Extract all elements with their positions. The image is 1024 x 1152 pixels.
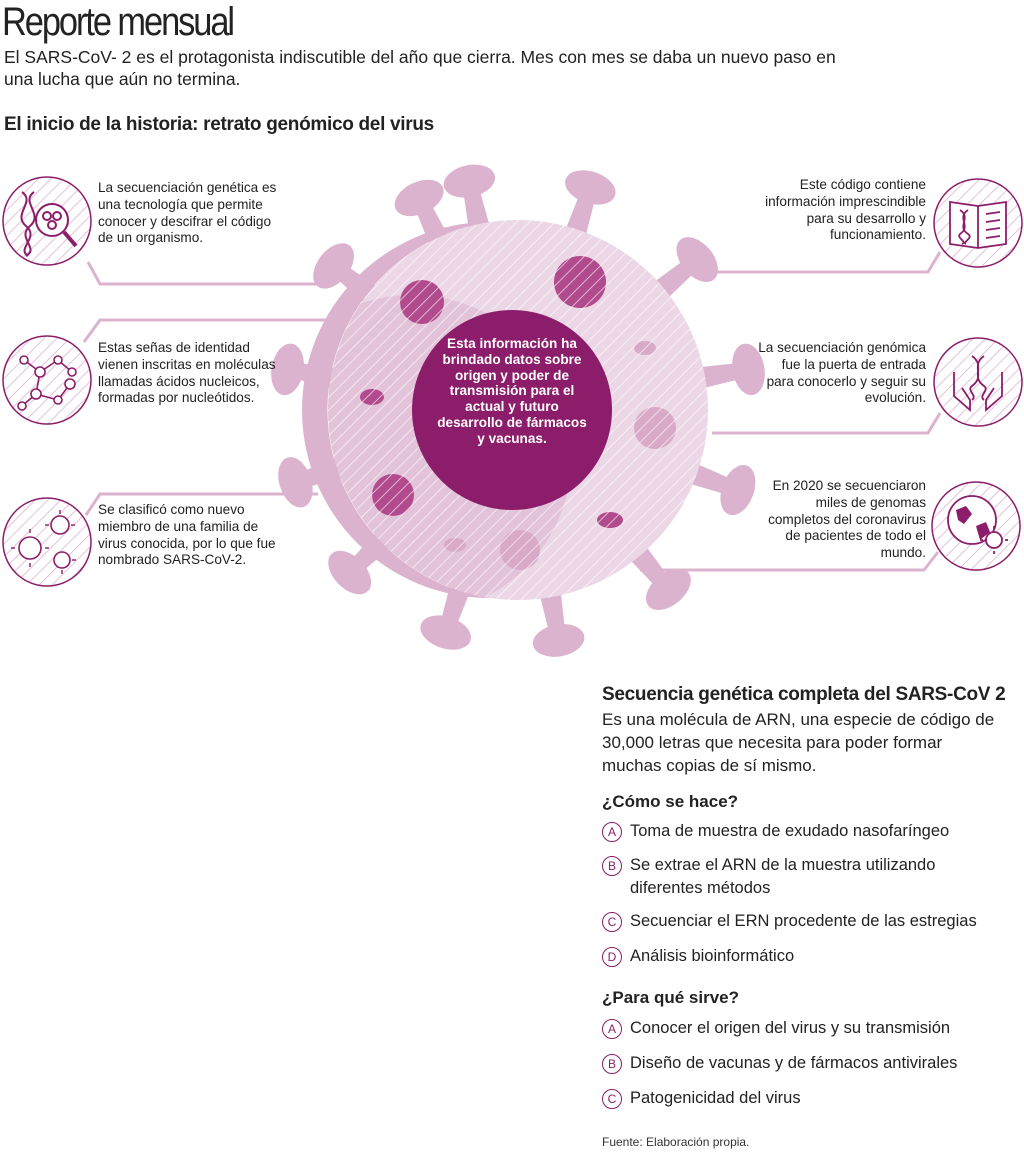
- virus-spike-head: [394, 179, 444, 217]
- letter-badge: A: [602, 1019, 622, 1039]
- how-item-text: Se extrae el ARN de la muestra utilizand…: [630, 856, 936, 897]
- letter-badge: D: [602, 947, 622, 967]
- why-item-text: Patogenicidad del virus: [630, 1089, 801, 1107]
- virus-spike-head: [443, 164, 495, 198]
- globe-virus-icon: [931, 481, 1021, 571]
- virus-family-icon: [2, 497, 92, 587]
- virus-spike-head: [732, 343, 765, 396]
- why-item-text: Conocer el origen del virus y su transmi…: [630, 1019, 951, 1037]
- dna-magnifier-icon: [2, 176, 92, 266]
- letter-badge: C: [602, 912, 622, 932]
- hands-dna-icon: [933, 337, 1023, 427]
- dna-book-icon: [933, 178, 1023, 268]
- center-circle: [412, 310, 612, 510]
- virus-spike-head: [313, 243, 354, 289]
- note-nucleic-acids: Estas señas de identidad vienen inscrita…: [98, 340, 276, 406]
- how-item-text: Análisis bioinformático: [630, 947, 795, 965]
- virus-diagram: [2, 164, 1023, 657]
- sequence-title: Secuencia genética completa del SARS-CoV…: [602, 684, 1006, 705]
- letter-badge: A: [602, 822, 622, 842]
- virus-spike-head: [565, 170, 616, 205]
- center-text: Esta información ha brindado datos sobre…: [437, 336, 587, 446]
- note-2020-genomes: En 2020 se secuenciaron miles de genomas…: [768, 478, 926, 561]
- how-title: ¿Cómo se hace?: [602, 792, 739, 811]
- virus-spike-head: [271, 343, 304, 396]
- note-classification: Se clasificó como nuevo miembro de una f…: [98, 502, 276, 568]
- connector-lines: [82, 251, 942, 572]
- intro-text: El SARS-CoV- 2 es el protagonista indisc…: [4, 47, 836, 89]
- note-code-info: Este código contiene información impresc…: [765, 177, 926, 243]
- virus-spike-head: [420, 615, 471, 650]
- note-genomic-entry: La secuenciación genómica fue la puerta …: [758, 340, 926, 406]
- why-title: ¿Para qué sirve?: [602, 988, 740, 1007]
- virus-shadow: [302, 222, 490, 598]
- section-title: El inicio de la historia: retrato genómi…: [4, 114, 434, 135]
- virus-spike-head: [720, 464, 756, 516]
- why-item-text: Diseño de vacunas y de fármacos antivira…: [630, 1054, 958, 1072]
- letter-badge: B: [602, 1054, 622, 1074]
- source-note: Fuente: Elaboración propia.: [602, 1135, 750, 1149]
- letter-badge: B: [602, 856, 622, 876]
- note-sequencing: La secuenciación genética es una tecnolo…: [98, 180, 277, 246]
- virus-spike-head: [532, 624, 585, 657]
- letter-badge: C: [602, 1089, 622, 1109]
- molecule-icon: [2, 335, 92, 425]
- virus-spike-head: [645, 568, 691, 610]
- page-title: Reporte mensual: [2, 0, 235, 44]
- how-item-text: Secuenciar el ERN procedente de las estr…: [630, 912, 977, 930]
- sequence-description: Es una molécula de ARN, una especie de c…: [602, 710, 995, 775]
- how-item-text: Toma de muestra de exudado nasofaríngeo: [630, 822, 950, 840]
- virus-spike-head: [328, 550, 372, 595]
